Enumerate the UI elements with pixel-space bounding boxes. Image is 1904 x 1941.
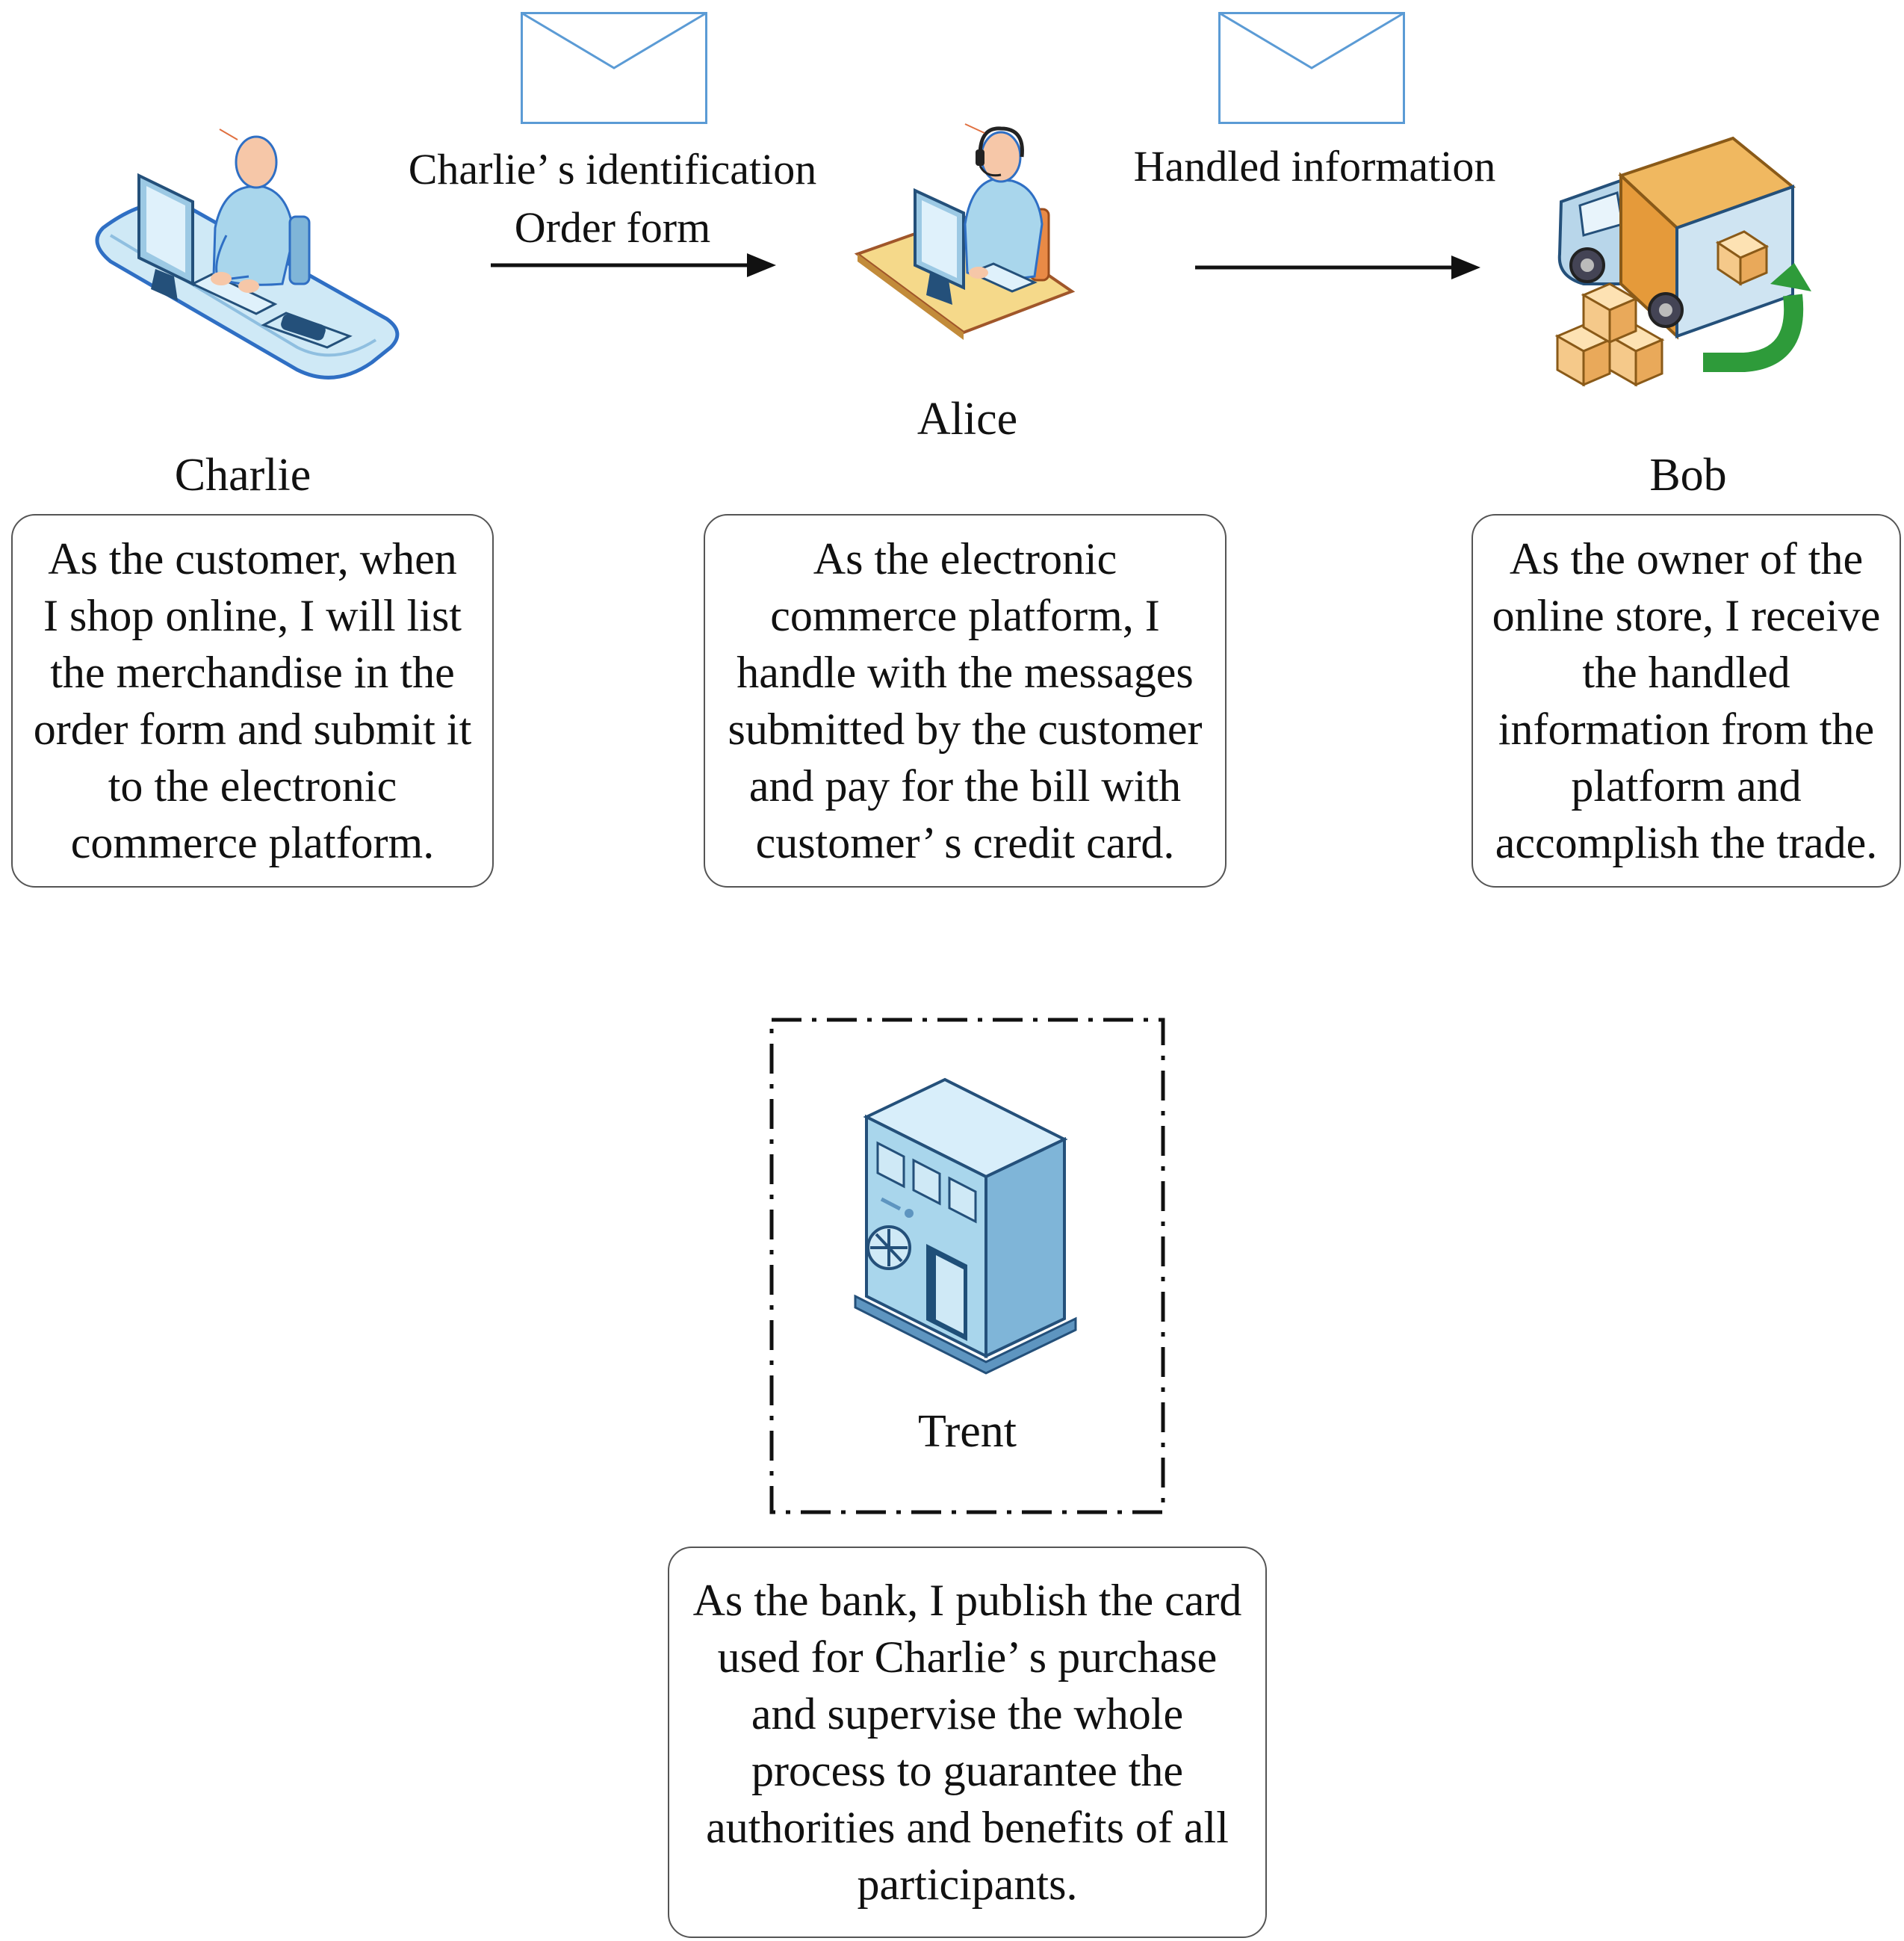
message-2-label: Handled information	[1133, 142, 1496, 191]
bob-description-line: As the owner of the	[1509, 534, 1864, 583]
trent-description-line: used for Charlie’ s purchase	[717, 1632, 1218, 1682]
bob-description-line: platform and	[1571, 761, 1802, 811]
alice-description-line: submitted by the customer	[728, 705, 1203, 754]
trent-description-box: As the bank, I publish the card used for…	[668, 1547, 1267, 1938]
trent-dashdot-frame	[769, 1018, 1165, 1514]
alice-description-line: commerce platform, I	[770, 591, 1160, 640]
charlie-description-line: order form and submit it	[33, 705, 472, 754]
alice-name: Alice	[917, 394, 1018, 445]
charlie-description-box: As the customer, when I shop online, I w…	[11, 514, 494, 888]
bob-description-line: online store, I receive	[1492, 591, 1881, 640]
operator-workstation-icon	[854, 123, 1076, 340]
charlie-name: Charlie	[174, 450, 311, 501]
charlie-description-line: to the electronic	[108, 761, 397, 811]
charlie-description-line: the merchandise in the	[50, 648, 455, 697]
alice-description-line: and pay for the bill with	[748, 761, 1182, 811]
alice-description-box: As the electronic commerce platform, I h…	[704, 514, 1227, 888]
message-1-label-line2: Order form	[514, 203, 711, 252]
envelope-icon-1	[521, 12, 707, 124]
charlie-description-line: I shop online, I will list	[43, 591, 462, 640]
alice-description-line: As the electronic	[813, 534, 1117, 583]
envelope-icon-2	[1218, 12, 1405, 124]
delivery-truck-icon	[1554, 136, 1811, 387]
trent-description-line: and supervise the whole	[751, 1689, 1184, 1739]
charlie-description-line: As the customer, when	[48, 534, 457, 583]
charlie-description-line: commerce platform.	[70, 818, 435, 867]
arrow-charlie-to-alice	[491, 253, 776, 277]
bob-description-line: information from the	[1498, 705, 1875, 754]
trent-description-line: participants.	[857, 1860, 1078, 1909]
trent-name: Trent	[917, 1406, 1017, 1457]
alice-description-line: handle with the messages	[737, 648, 1194, 697]
bob-description-line: accomplish the trade.	[1495, 818, 1878, 867]
trent-description-line: As the bank, I publish the card	[692, 1576, 1242, 1625]
bob-description-line: the handled	[1582, 648, 1790, 697]
alice-description-line: customer’ s credit card.	[755, 818, 1175, 867]
customer-workstation-icon	[95, 129, 400, 380]
trent-description-line: authorities and benefits of all	[706, 1803, 1229, 1852]
trent-description-line: process to guarantee the	[751, 1746, 1184, 1795]
arrow-alice-to-bob	[1195, 256, 1480, 279]
bob-description-box: As the owner of the online store, I rece…	[1472, 514, 1901, 888]
bob-name: Bob	[1649, 450, 1727, 501]
bank-building-icon	[854, 1077, 1077, 1375]
message-1-label-line1: Charlie’ s identification	[408, 145, 817, 194]
